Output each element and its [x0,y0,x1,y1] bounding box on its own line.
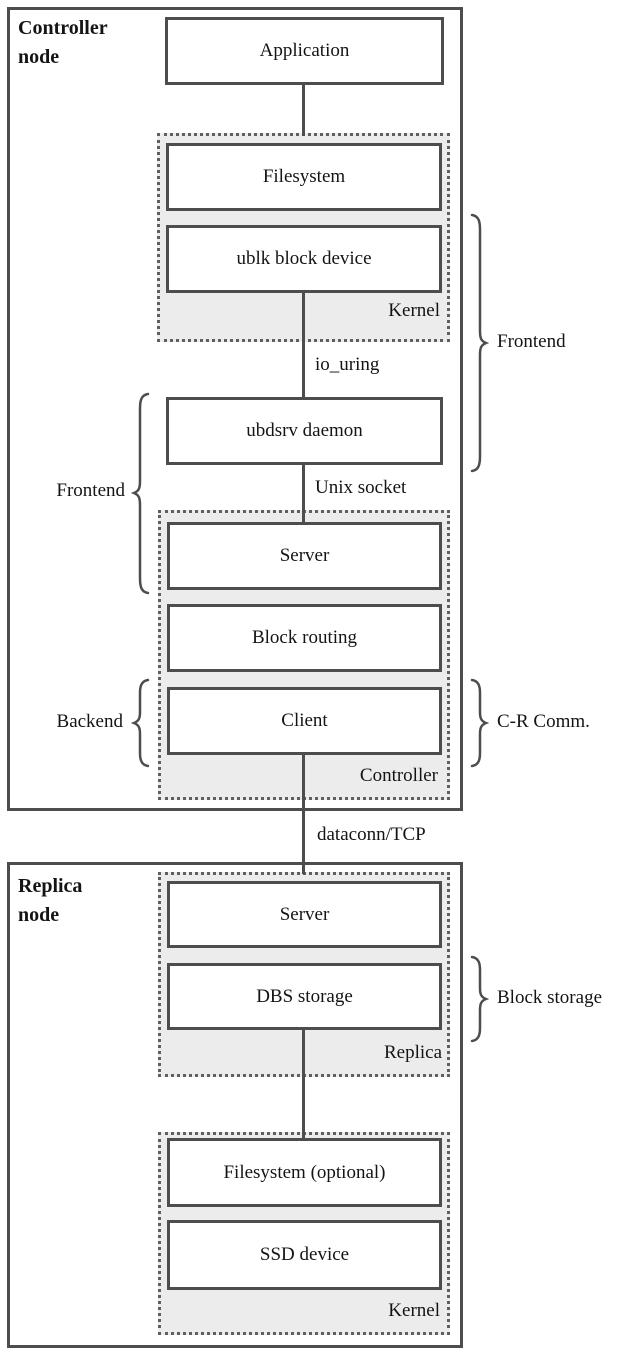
connector-ublk-ubdsrv [302,291,305,399]
connector-ubdsrv-server [302,463,305,524]
application-box: Application [165,17,444,85]
frontend-left-label: Frontend [56,480,125,501]
backend-brace-icon [131,678,150,768]
controller-server-box: Server [167,522,442,590]
dataconn-tcp-edge-label: dataconn/TCP [317,824,426,845]
io-uring-edge-label: io_uring [315,354,380,375]
client-box: Client [167,687,442,755]
ublk-block-device-label: ublk block device [236,248,372,269]
frontend-right-label: Frontend [497,331,566,352]
application-label: Application [259,40,350,61]
replica-caption: Replica [383,1042,442,1063]
kernel-caption-replica: Kernel [388,1300,440,1321]
ssd-device-label: SSD device [259,1244,350,1265]
replica-server-label: Server [279,903,330,925]
filesystem-optional-label: Filesystem (optional) [223,1161,386,1183]
client-label: Client [281,710,328,731]
replica-node-label: Replica node [18,875,83,926]
controller-server-label: Server [279,545,330,566]
frontend-left-brace-icon [131,392,150,595]
controller-caption: Controller [359,765,438,786]
filesystem-label: Filesystem [262,166,346,187]
dbs-storage-label: DBS storage [256,985,353,1007]
ublk-block-device-box: ublk block device [166,225,442,293]
ubdsrv-daemon-label: ubdsrv daemon [246,420,363,441]
cr-comm-brace-icon [470,678,489,768]
filesystem-box: Filesystem [166,143,442,211]
kernel-caption-controller: Kernel [388,300,440,321]
filesystem-optional-box: Filesystem (optional) [167,1138,442,1207]
connector-application-filesystem [302,85,305,136]
cr-comm-label: C-R Comm. [497,711,590,732]
connector-dbs-filesystem [302,1028,305,1140]
block-storage-brace-icon [470,955,489,1043]
unix-socket-edge-label: Unix socket [315,477,407,498]
dbs-storage-box: DBS storage [167,963,442,1030]
ssd-device-box: SSD device [167,1220,442,1290]
replica-server-box: Server [167,881,442,948]
backend-label: Backend [56,711,123,732]
connector-client-replica-server [302,753,305,874]
controller-node-label: Controller node [18,17,108,68]
block-storage-label: Block storage [497,987,603,1008]
ubdsrv-daemon-box: ubdsrv daemon [166,397,443,465]
block-routing-box: Block routing [167,604,442,672]
frontend-right-brace-icon [470,213,489,473]
block-routing-label: Block routing [251,627,358,648]
